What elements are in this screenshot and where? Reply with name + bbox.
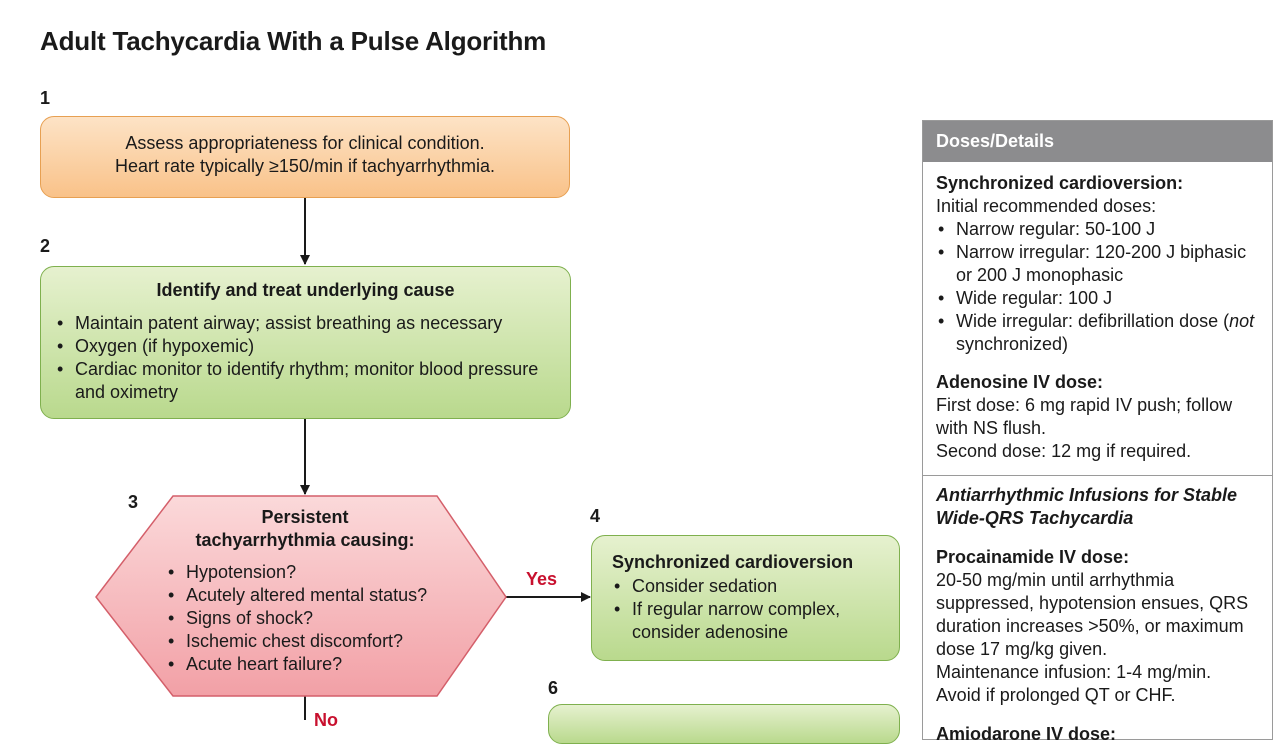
adenosine-heading: Adenosine IV dose: <box>936 372 1104 392</box>
cardioversion-heading: Synchronized cardioversion <box>612 552 854 572</box>
amiodarone-section: Amiodarone IV dose: <box>923 713 1272 752</box>
list-item: Wide irregular: defibrillation dose (not… <box>936 310 1259 356</box>
infusions-section: Antiarrhythmic Infusions for Stable Wide… <box>923 476 1272 536</box>
page-title: Adult Tachycardia With a Pulse Algorithm <box>40 26 547 56</box>
assess-box: Assess appropriateness for clinical cond… <box>40 116 570 198</box>
amiodarone-heading: Amiodarone IV dose: <box>936 724 1117 744</box>
not-emphasis: not <box>1229 311 1255 331</box>
sync-cardioversion-section: Synchronized cardioversion: Initial reco… <box>923 162 1272 362</box>
list-item: Narrow irregular: 120-200 J biphasic or … <box>936 241 1259 287</box>
list-item: Oxygen (if hypoxemic) <box>55 335 556 358</box>
sync-heading: Synchronized cardioversion: <box>936 173 1184 193</box>
doses-details-panel: Doses/Details Synchronized cardioversion… <box>922 120 1273 744</box>
list-item: Cardiac monitor to identify rhythm; moni… <box>55 358 556 404</box>
decision-heading: Persistent tachyarrhythmia causing: <box>160 506 450 552</box>
step-number-3: 3 <box>128 492 139 512</box>
sync-intro: Initial recommended doses: <box>936 196 1157 216</box>
cardioversion-list: Consider sedation If regular narrow comp… <box>612 575 887 644</box>
list-item: Signs of shock? <box>166 607 486 630</box>
decision-criteria: Hypotension? Acutely altered mental stat… <box>166 561 486 676</box>
step-6-box <box>548 704 900 744</box>
identify-treat-list: Maintain patent airway; assist breathing… <box>55 312 556 404</box>
sync-dose-list: Narrow regular: 50-100 J Narrow irregula… <box>936 218 1259 356</box>
assess-line-1: Assess appropriateness for clinical cond… <box>125 133 485 153</box>
decision-heading-line-2: tachyarrhythmia causing: <box>195 530 415 550</box>
adenosine-second-dose: Second dose: 12 mg if required. <box>936 441 1192 461</box>
panel-header: Doses/Details <box>923 121 1272 162</box>
wide-irregular-pre: Wide irregular: defibrillation dose ( <box>956 311 1230 331</box>
list-item: Hypotension? <box>166 561 486 584</box>
step-number-1: 1 <box>40 88 51 108</box>
assess-line-2: Heart rate typically ≥150/min if tachyar… <box>114 156 496 176</box>
procainamide-text: 20-50 mg/min until arrhythmia suppressed… <box>936 570 1249 659</box>
list-item: Wide regular: 100 J <box>936 287 1259 310</box>
list-item: If regular narrow complex, consider aden… <box>612 598 887 644</box>
list-item: Consider sedation <box>612 575 887 598</box>
list-item: Maintain patent airway; assist breathing… <box>55 312 556 335</box>
identify-treat-heading: Identify and treat underlying cause <box>156 280 455 300</box>
list-item: Acutely altered mental status? <box>166 584 486 607</box>
procainamide-heading: Procainamide IV dose: <box>936 547 1130 567</box>
infusions-heading: Antiarrhythmic Infusions for Stable Wide… <box>936 485 1238 528</box>
step-number-4: 4 <box>590 506 601 526</box>
no-label: No <box>314 710 338 730</box>
adenosine-first-dose: First dose: 6 mg rapid IV push; follow w… <box>936 395 1233 438</box>
list-item: Acute heart failure? <box>166 653 486 676</box>
procainamide-maintenance: Maintenance infusion: 1-4 mg/min. <box>936 662 1212 682</box>
step-number-6: 6 <box>548 678 559 698</box>
panel-divider <box>923 475 1272 476</box>
list-item: Ischemic chest discomfort? <box>166 630 486 653</box>
wide-irregular-post: synchronized) <box>956 334 1069 354</box>
identify-treat-box: Identify and treat underlying cause Main… <box>40 266 571 419</box>
procainamide-avoid: Avoid if prolonged QT or CHF. <box>936 685 1176 705</box>
procainamide-section: Procainamide IV dose: 20-50 mg/min until… <box>923 536 1272 713</box>
decision-heading-line-1: Persistent <box>261 507 349 527</box>
adenosine-section: Adenosine IV dose: First dose: 6 mg rapi… <box>923 362 1272 469</box>
list-item: Narrow regular: 50-100 J <box>936 218 1259 241</box>
step-number-2: 2 <box>40 236 51 256</box>
yes-label: Yes <box>526 569 558 589</box>
cardioversion-box: Synchronized cardioversion Consider seda… <box>591 535 900 661</box>
